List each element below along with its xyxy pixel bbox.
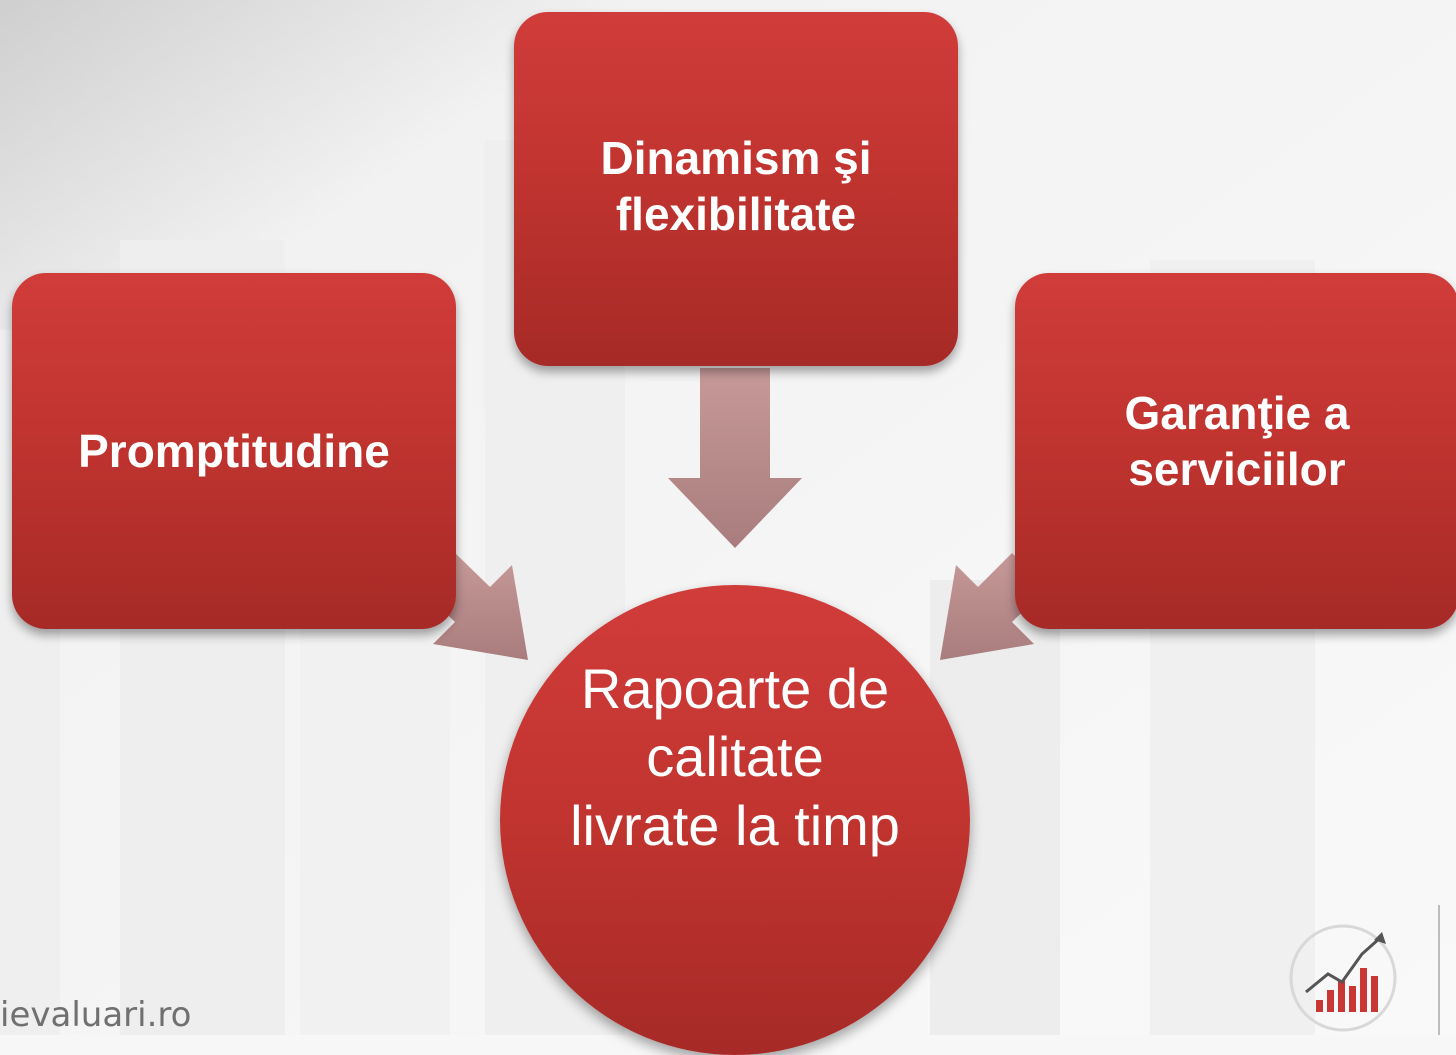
center-label: Rapoarte de calitate livrate la timp [570, 657, 900, 857]
node-top-label: Dinamism şi flexibilitate [600, 132, 872, 241]
center-circle: Rapoarte de calitate livrate la timp [500, 585, 970, 1055]
rising-bar-chart-logo-icon [1289, 924, 1397, 1032]
node-top-box: Dinamism şi flexibilitate [514, 12, 958, 366]
logo-divider [1438, 905, 1440, 1035]
node-left-label: Promptitudine [78, 424, 390, 477]
node-left-box: Promptitudine [12, 273, 456, 629]
watermark-text: ievaluari.ro [0, 995, 192, 1035]
node-right-label: Garanţie a serviciilor [1124, 387, 1350, 496]
node-right-box: Garanţie a serviciilor [1015, 273, 1456, 629]
